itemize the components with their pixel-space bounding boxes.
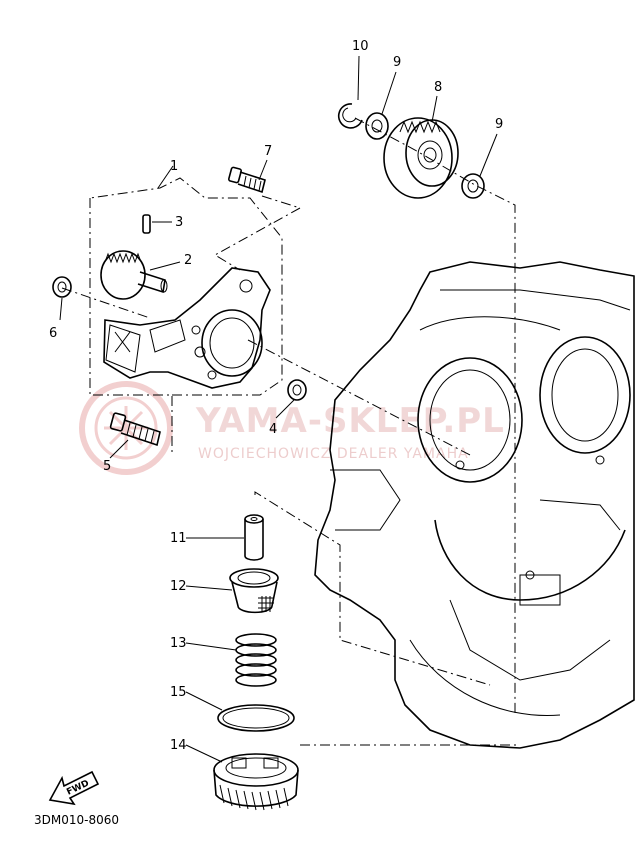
part-9-washer-upper xyxy=(365,112,389,140)
label-part-7: 7 xyxy=(264,144,272,159)
part-10-circlip xyxy=(337,103,363,129)
label-part-5: 5 xyxy=(103,459,111,474)
label-part-1: 1 xyxy=(170,159,178,174)
label-part-9-upper: 9 xyxy=(393,55,401,70)
crankcase xyxy=(314,261,635,749)
label-part-14: 14 xyxy=(170,738,187,753)
label-part-9-lower: 9 xyxy=(495,117,503,132)
part-12-strainer xyxy=(229,568,279,614)
label-part-11: 11 xyxy=(170,531,187,546)
center-lines xyxy=(61,117,520,746)
label-part-13: 13 xyxy=(170,636,187,651)
fwd-arrow-icon: FWD xyxy=(48,770,100,806)
watermark-brand: YAMA-SKLEP.PL xyxy=(195,401,505,441)
oil-pump-body xyxy=(103,267,271,389)
part-3-pin xyxy=(142,214,151,234)
part-6-washer xyxy=(52,276,72,298)
watermark-subtitle: WOJCIECHOWICZ DEALER YAMAHA xyxy=(198,446,469,462)
label-part-2: 2 xyxy=(184,253,192,268)
label-part-10: 10 xyxy=(352,39,369,54)
part-14-drain-plug xyxy=(213,753,299,811)
part-9-washer-lower xyxy=(461,173,485,199)
label-part-6: 6 xyxy=(49,326,57,341)
part-11-collar xyxy=(244,514,264,561)
part-7-bolt xyxy=(228,166,266,194)
part-5-bolt xyxy=(109,412,161,447)
part-15-o-ring xyxy=(217,704,295,732)
leader-lines xyxy=(59,55,498,763)
assembly-boundary xyxy=(89,177,283,455)
yamaha-logo-watermark xyxy=(79,381,173,475)
part-13-spring xyxy=(235,633,277,687)
part-4-washer xyxy=(287,379,307,401)
part-number-labels: 10 9 8 9 7 1 3 2 6 4 5 11 12 13 15 14 xyxy=(49,39,503,753)
label-part-15: 15 xyxy=(170,685,187,700)
part-2-gear-shaft xyxy=(100,250,168,300)
watermark: YAMA-SKLEP.PL WOJCIECHOWICZ DEALER YAMAH… xyxy=(79,381,505,475)
label-part-8: 8 xyxy=(434,80,442,95)
diagram-code: 3DM010-8060 xyxy=(34,813,119,827)
part-8-gear xyxy=(383,117,459,199)
label-part-4: 4 xyxy=(269,422,277,437)
label-part-12: 12 xyxy=(170,579,187,594)
label-part-3: 3 xyxy=(175,215,183,230)
